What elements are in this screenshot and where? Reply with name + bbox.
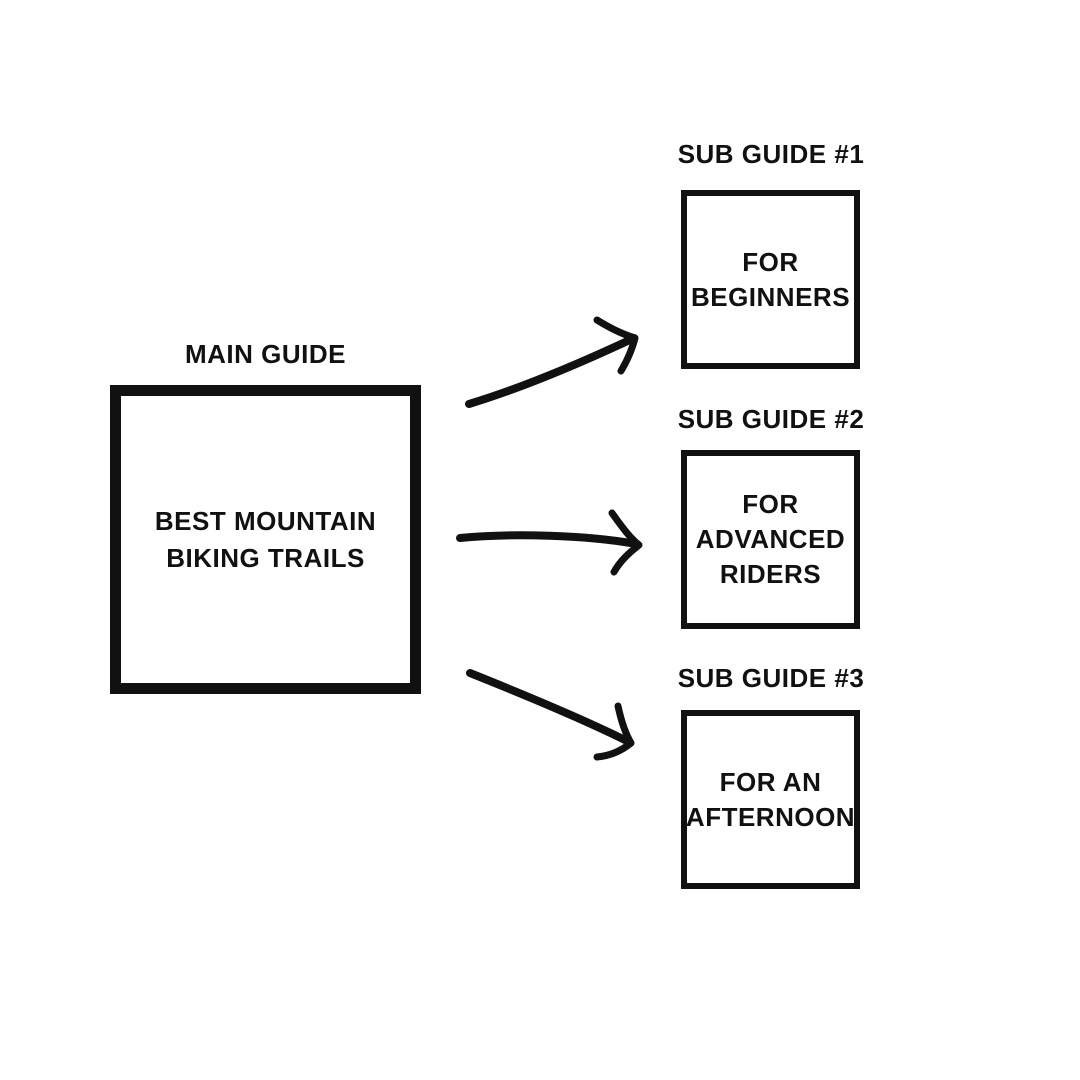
box-text-line: RIDERS — [719, 559, 822, 589]
box-text-line: FOR — [742, 246, 799, 277]
box-text-line: FOR AN — [719, 766, 822, 797]
arrow-main-to-sub-guide-2-icon — [456, 509, 643, 576]
sub-guide-3-box-text: FOR AN AFTERNOON — [686, 765, 855, 835]
sub-guide-3-box: FOR AN AFTERNOON — [681, 710, 860, 889]
main-guide-label: MAIN GUIDE — [185, 339, 346, 369]
sub-guide-2-label: SUB GUIDE #2 — [677, 404, 865, 434]
sub-guide-1-box-text: FOR BEGINNERS — [691, 245, 850, 315]
arrow-main-to-sub-guide-3-icon — [466, 669, 635, 761]
box-text-line: ADVANCED — [695, 524, 846, 554]
box-text-line: BIKING TRAILS — [166, 542, 365, 573]
main-guide-box-text: BEST MOUNTAIN BIKING TRAILS — [155, 503, 376, 577]
main-guide-box: BEST MOUNTAIN BIKING TRAILS — [110, 385, 421, 694]
sub-guide-3-label: SUB GUIDE #3 — [677, 663, 865, 693]
sub-guide-1-label: SUB GUIDE #1 — [677, 139, 865, 169]
box-text-line: BEGINNERS — [690, 281, 851, 312]
sub-guide-1-box: FOR BEGINNERS — [681, 190, 860, 369]
box-text-line: FOR — [742, 489, 799, 519]
sub-guide-2-box-text: FOR ADVANCED RIDERS — [696, 487, 845, 592]
box-text-line: AFTERNOON — [685, 801, 856, 832]
arrow-main-to-sub-guide-1-icon — [465, 316, 639, 408]
sub-guide-2-box: FOR ADVANCED RIDERS — [681, 450, 860, 629]
box-text-line: BEST MOUNTAIN — [154, 505, 377, 536]
